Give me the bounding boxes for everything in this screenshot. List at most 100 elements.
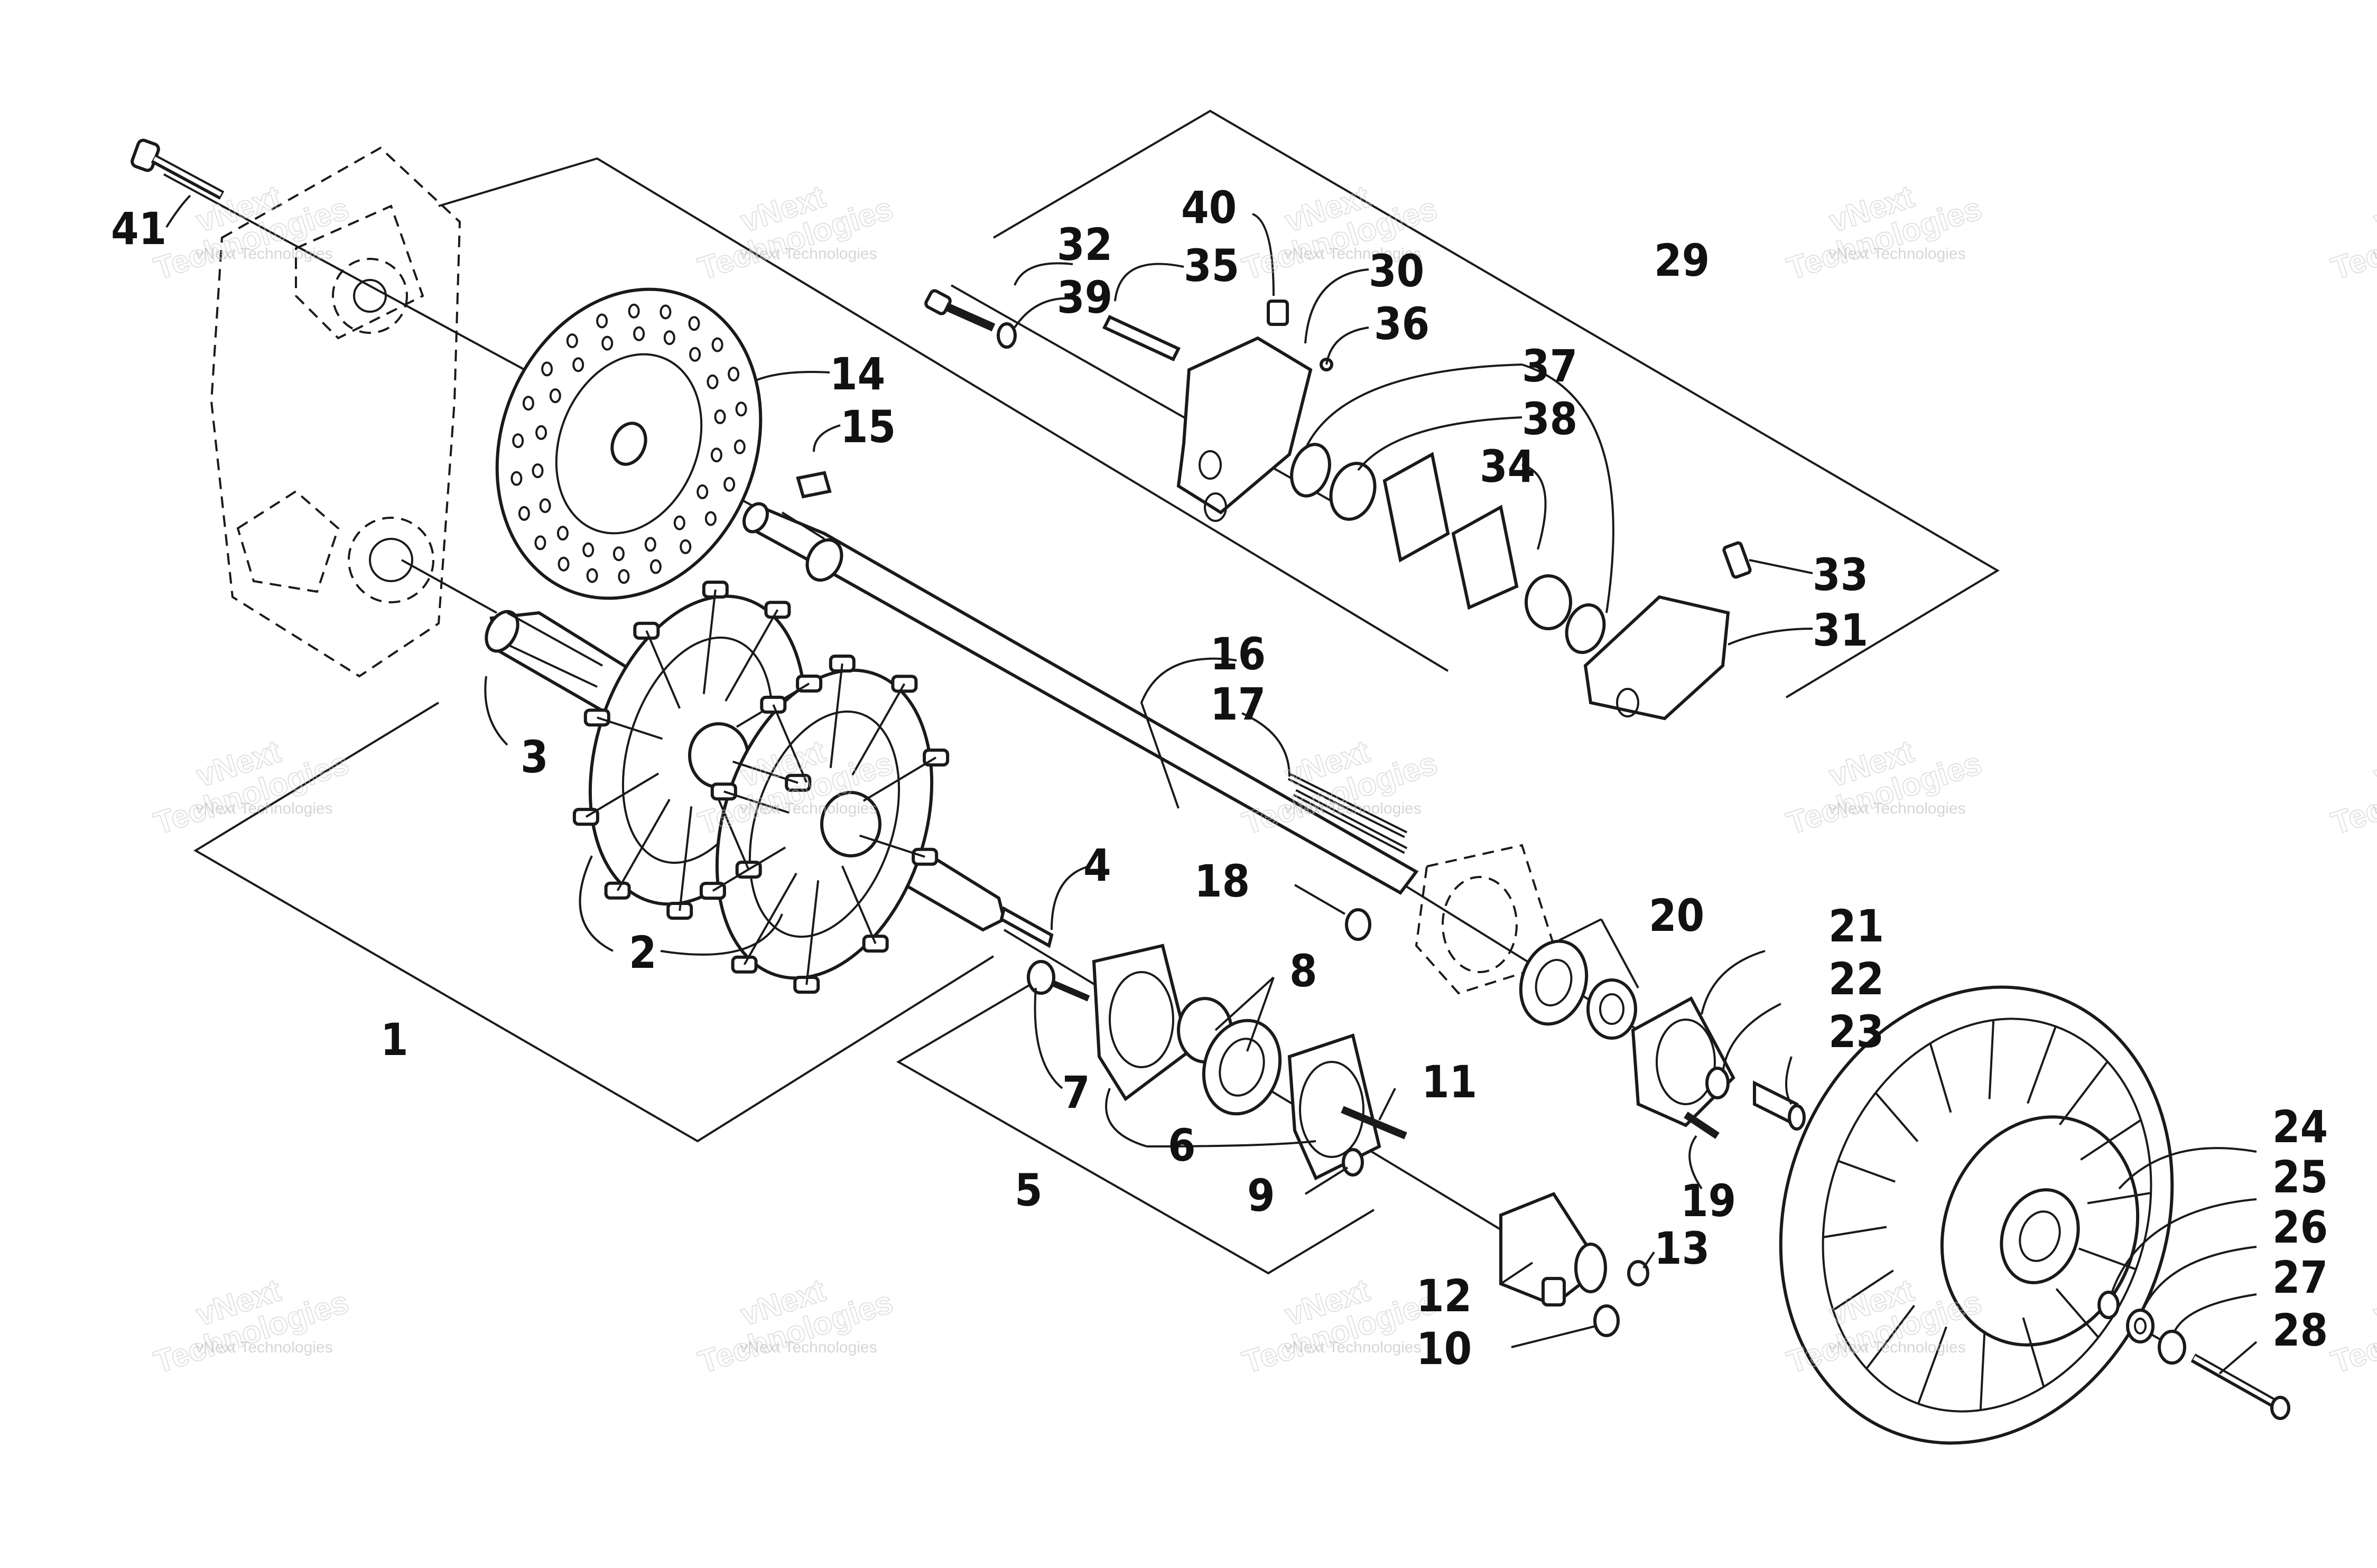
- callout-6: 6: [1168, 1119, 1196, 1171]
- nut-10: [1593, 1304, 1620, 1337]
- callout-9: 9: [1247, 1170, 1275, 1221]
- callout-15: 15: [840, 401, 896, 453]
- callout-21: 21: [1828, 900, 1884, 952]
- callout-8: 8: [1289, 945, 1317, 997]
- bolt-28: [2190, 1354, 2290, 1420]
- seal-38: [1329, 462, 1377, 521]
- watermark-small: vNext Technologies: [1828, 800, 1966, 817]
- clutch-fin: [2059, 1061, 2109, 1126]
- sprocket-spoke: [723, 790, 790, 814]
- callout-16: 16: [1210, 628, 1266, 680]
- watermark-small: vNext Technologies: [1828, 245, 1966, 263]
- disc-hole: [707, 374, 719, 389]
- watermark-small: vNext Technologies: [2373, 800, 2377, 817]
- callout-36: 36: [1374, 298, 1429, 350]
- watermark-big-top: vNext: [2369, 733, 2377, 794]
- clutch-fin: [1837, 1160, 1896, 1183]
- bolt-41: [131, 138, 225, 200]
- bearing-8: [1177, 997, 1282, 1116]
- clutch-fin: [2022, 1317, 2045, 1387]
- group-bracket-5: [896, 971, 1375, 1275]
- pins-17: [1287, 773, 1408, 854]
- callout-23: 23: [1828, 1006, 1884, 1058]
- sprocket-spoke: [859, 834, 925, 858]
- nut-9: [1342, 1148, 1364, 1177]
- callout-5: 5: [1015, 1164, 1043, 1216]
- disc-hole: [704, 511, 717, 526]
- disc-hole: [728, 367, 740, 382]
- disc-hole: [558, 556, 570, 572]
- disc-hole: [714, 409, 726, 424]
- washer-25: [2097, 1291, 2120, 1319]
- sprocket-spoke: [645, 630, 681, 709]
- disc-hole: [522, 396, 534, 411]
- disc-hole: [633, 326, 645, 341]
- brake-disc-holes: [510, 303, 747, 584]
- clutch-fin: [1929, 1043, 1952, 1113]
- disc-hole: [582, 542, 595, 557]
- callout-34: 34: [1480, 441, 1535, 492]
- disc-hole: [618, 569, 630, 584]
- group-bracket-main-shaft: [438, 157, 1449, 672]
- disc-hole: [711, 337, 723, 352]
- callout-40: 40: [1181, 182, 1237, 234]
- jackshaft: [742, 502, 1419, 895]
- gear-case: [210, 146, 461, 678]
- spacer-18: [1345, 908, 1371, 941]
- flange-21: [1631, 996, 1735, 1127]
- callout-24: 24: [2272, 1101, 2328, 1153]
- clutch-fins: [1823, 1020, 2151, 1411]
- callout-29: 29: [1654, 235, 1710, 286]
- sprocket-spoke: [712, 846, 786, 892]
- callout-41: 41: [111, 203, 166, 255]
- sprocket-spoke: [743, 873, 797, 965]
- fitting-33: [1722, 541, 1752, 579]
- sprocket-spoke: [725, 609, 779, 702]
- disc-hole: [710, 447, 722, 463]
- disc-hole: [663, 330, 675, 346]
- disc-hole: [680, 539, 692, 554]
- callout-4: 4: [1083, 839, 1111, 891]
- bearing-flange-6b: [1287, 1033, 1381, 1181]
- stud-11: [1341, 1106, 1407, 1140]
- bleeder-40: [1267, 300, 1289, 326]
- callout-32: 32: [1057, 219, 1112, 270]
- clutch-fin: [1865, 1304, 1915, 1369]
- callout-3: 3: [521, 731, 549, 783]
- disc-hole: [535, 425, 547, 440]
- clutch-fin: [2055, 1288, 2100, 1338]
- clutch-fin: [1823, 1226, 1887, 1238]
- callout-10: 10: [1416, 1323, 1472, 1375]
- watermark-small: vNext Technologies: [740, 245, 877, 263]
- key-15: [796, 471, 832, 499]
- washer-26: [2126, 1309, 2155, 1343]
- sprocket-spoke: [714, 791, 750, 870]
- clutch-fin: [1832, 1270, 1894, 1311]
- disc-hole: [534, 535, 546, 550]
- disc-hole: [572, 357, 584, 372]
- disc-hole: [539, 498, 551, 514]
- watermark-small: vNext Technologies: [196, 800, 333, 817]
- callout-20: 20: [1649, 890, 1704, 941]
- callout-12: 12: [1416, 1270, 1472, 1322]
- disc-hole: [596, 313, 608, 329]
- brake-disc-14: [495, 287, 763, 600]
- sprocket-spoke: [851, 683, 906, 776]
- watermark-small: vNext Technologies: [740, 1339, 877, 1356]
- callout-39: 39: [1057, 272, 1112, 323]
- clutch-fin: [2078, 1247, 2137, 1271]
- spacer-23: [1753, 1080, 1806, 1131]
- caliper-bolt-32: [924, 289, 996, 332]
- watermark-small: vNext Technologies: [196, 245, 333, 263]
- clutch-fin: [1979, 1331, 1986, 1411]
- sprocket-spoke: [772, 704, 808, 783]
- disc-hole: [649, 559, 662, 574]
- sprocket-spoke: [862, 757, 937, 802]
- watermark-small: vNext Technologies: [2373, 1339, 2377, 1356]
